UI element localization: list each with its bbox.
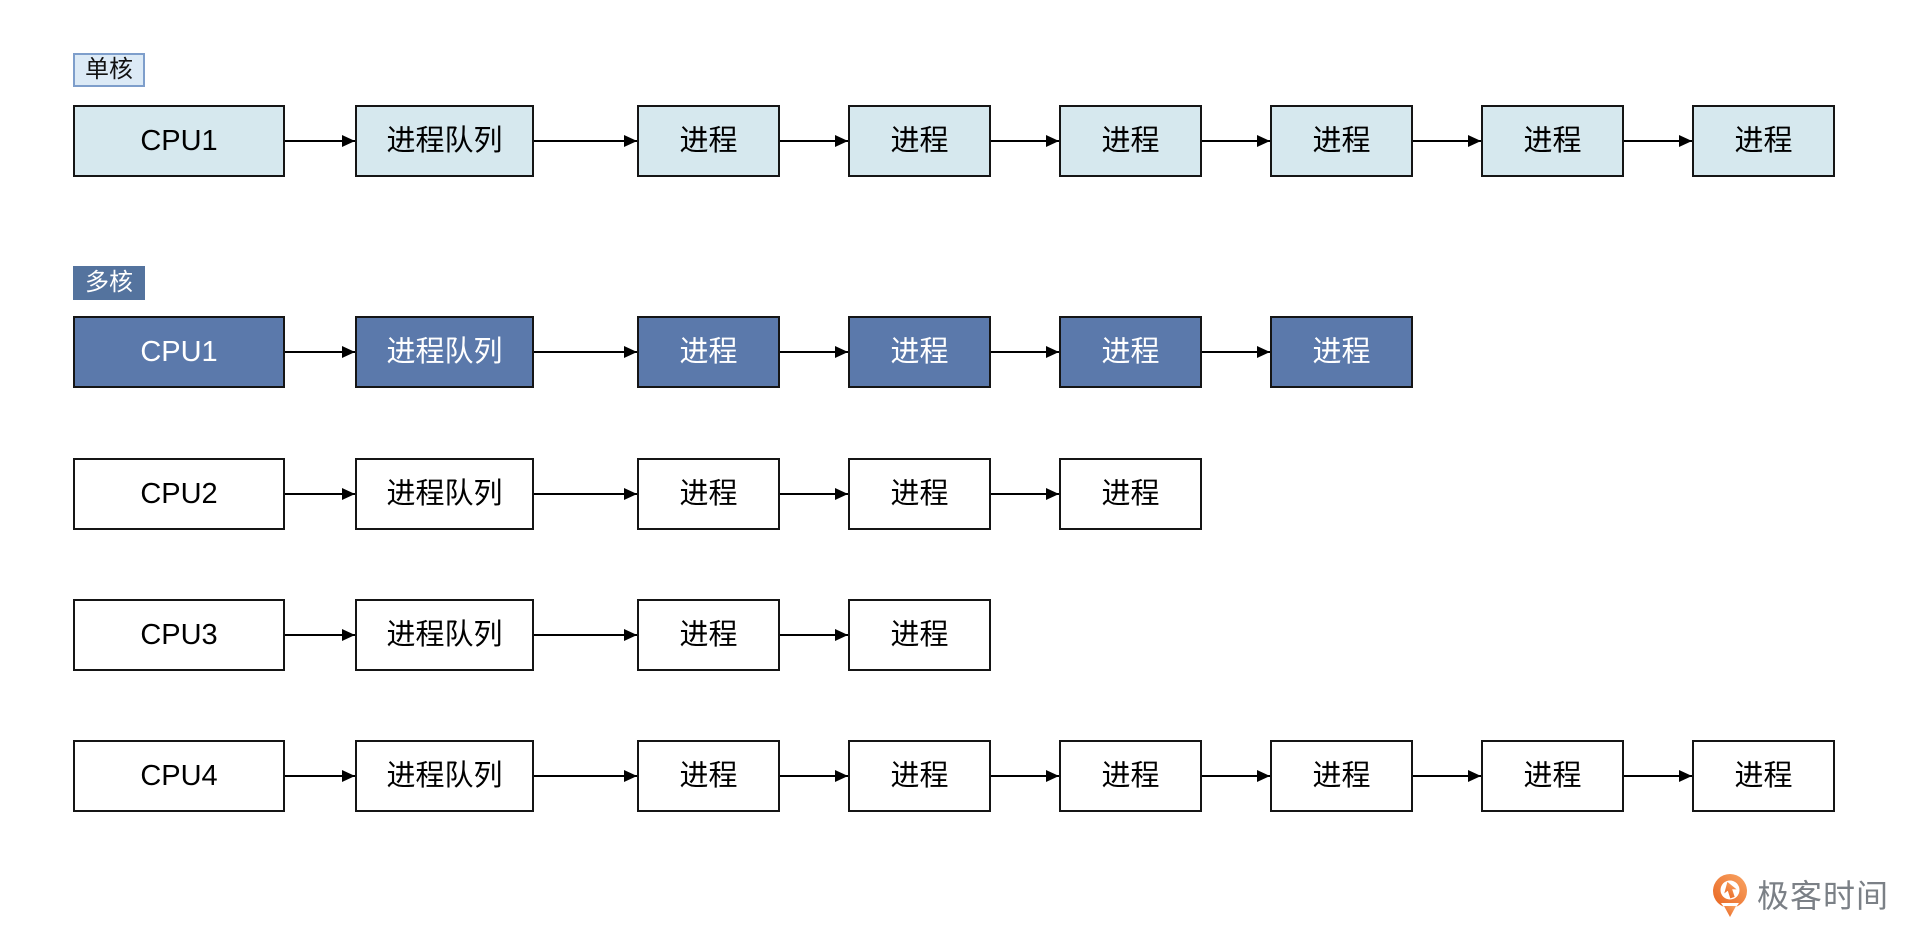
- flow-arrow: [1413, 775, 1481, 777]
- section-tag-single-core: 单核: [73, 53, 145, 87]
- flow-row-multi-cpu1: CPU1 进程队列 进程 进程 进程 进程: [73, 316, 1413, 388]
- node-process: 进程: [848, 740, 991, 812]
- node-process: 进程: [1270, 740, 1413, 812]
- flow-arrow: [780, 634, 848, 636]
- flow-arrow: [1413, 140, 1481, 142]
- flow-arrow: [534, 634, 637, 636]
- node-process: 进程: [1059, 458, 1202, 530]
- flow-arrow: [780, 140, 848, 142]
- node-process-queue: 进程队列: [355, 458, 534, 530]
- flow-row-multi-cpu4: CPU4 进程队列 进程 进程 进程 进程 进程 进程: [73, 740, 1835, 812]
- node-process: 进程: [1059, 740, 1202, 812]
- node-process: 进程: [637, 599, 780, 671]
- node-process-queue: 进程队列: [355, 316, 534, 388]
- flow-arrow: [1202, 775, 1270, 777]
- node-process: 进程: [1481, 105, 1624, 177]
- flow-arrow: [991, 351, 1059, 353]
- flow-arrow: [534, 493, 637, 495]
- node-process: 进程: [848, 316, 991, 388]
- flow-row-multi-cpu2: CPU2 进程队列 进程 进程 进程: [73, 458, 1202, 530]
- flow-arrow: [534, 351, 637, 353]
- node-process: 进程: [637, 316, 780, 388]
- node-process: 进程: [1270, 316, 1413, 388]
- node-process-queue: 进程队列: [355, 105, 534, 177]
- node-process: 进程: [637, 740, 780, 812]
- flow-arrow: [991, 140, 1059, 142]
- node-cpu: CPU1: [73, 316, 285, 388]
- node-process: 进程: [1059, 316, 1202, 388]
- flow-arrow: [285, 775, 355, 777]
- flow-row-single-cpu1: CPU1 进程队列 进程 进程 进程 进程 进程 进程: [73, 105, 1835, 177]
- flow-arrow: [780, 775, 848, 777]
- flow-arrow: [1624, 140, 1692, 142]
- flow-arrow: [1624, 775, 1692, 777]
- node-cpu: CPU4: [73, 740, 285, 812]
- flow-arrow: [534, 775, 637, 777]
- flow-arrow: [285, 351, 355, 353]
- node-cpu: CPU2: [73, 458, 285, 530]
- node-process: 进程: [1692, 105, 1835, 177]
- node-process: 进程: [1270, 105, 1413, 177]
- flow-arrow: [991, 775, 1059, 777]
- flow-arrow: [1202, 140, 1270, 142]
- flow-arrow: [780, 351, 848, 353]
- flow-row-multi-cpu3: CPU3 进程队列 进程 进程: [73, 599, 991, 671]
- geektime-logo-text: 极客时间: [1757, 877, 1890, 914]
- flow-arrow: [285, 140, 355, 142]
- flow-arrow: [285, 634, 355, 636]
- node-process-queue: 进程队列: [355, 740, 534, 812]
- node-process: 进程: [1059, 105, 1202, 177]
- node-process: 进程: [848, 458, 991, 530]
- section-tag-multi-core: 多核: [73, 266, 145, 300]
- flow-arrow: [780, 493, 848, 495]
- node-cpu: CPU1: [73, 105, 285, 177]
- node-process: 进程: [1692, 740, 1835, 812]
- node-process-queue: 进程队列: [355, 599, 534, 671]
- flow-arrow: [534, 140, 637, 142]
- flow-arrow: [285, 493, 355, 495]
- geektime-logo-icon: [1710, 872, 1750, 919]
- flow-arrow: [991, 493, 1059, 495]
- node-cpu: CPU3: [73, 599, 285, 671]
- geektime-logo: 极客时间: [1710, 872, 1889, 919]
- node-process: 进程: [637, 105, 780, 177]
- flow-arrow: [1202, 351, 1270, 353]
- node-process: 进程: [848, 105, 991, 177]
- node-process: 进程: [1481, 740, 1624, 812]
- node-process: 进程: [848, 599, 991, 671]
- node-process: 进程: [637, 458, 780, 530]
